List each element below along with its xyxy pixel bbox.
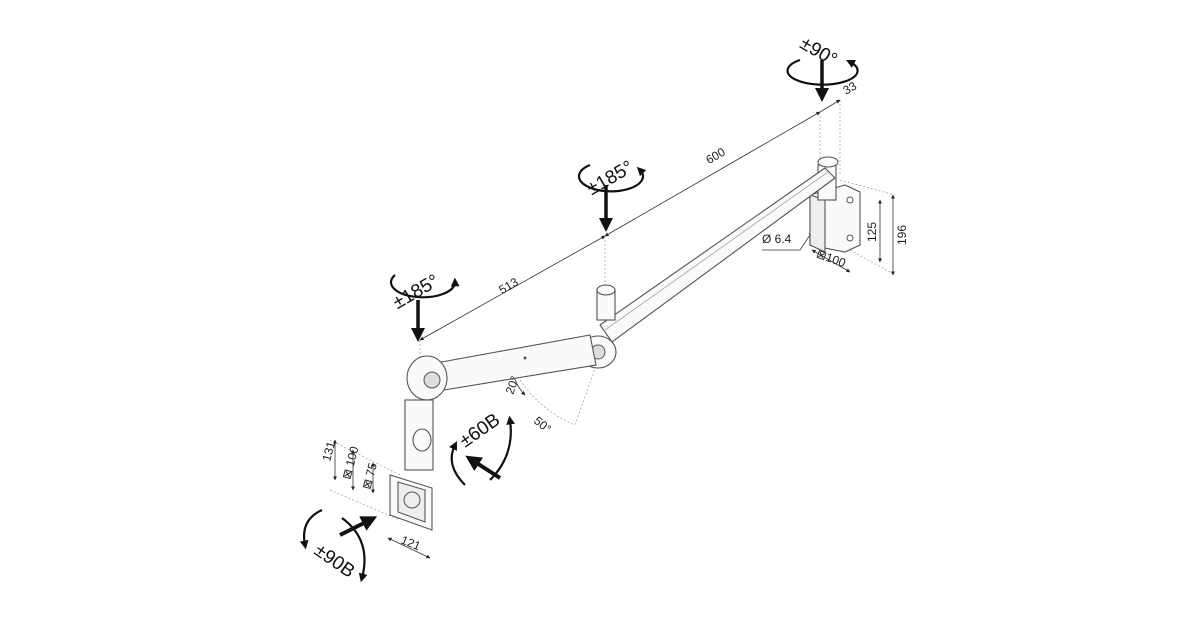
- wall-rotation-label: ±90°: [796, 33, 840, 71]
- mid-rotation-indicator: [577, 163, 647, 232]
- angle-20-label: 20°: [503, 374, 522, 396]
- mid-rotation-label: ±185°: [584, 157, 638, 200]
- dimension-lines: [329, 99, 896, 559]
- vesa-75-label: ⊠ 75: [359, 461, 380, 491]
- wall-rotation-indicator: [786, 58, 859, 102]
- angle-50-label: 50°: [531, 414, 554, 437]
- tilt-label: ±60B: [456, 410, 504, 453]
- vesa-height-label: 131: [319, 439, 338, 462]
- upper-arm-length-label: 600: [703, 145, 728, 167]
- swivel-indicator: [299, 508, 378, 583]
- lower-arm-length-label: 513: [496, 275, 521, 297]
- offset-33-label: 33: [840, 79, 859, 98]
- vesa-100-label: ⊠ 100: [339, 445, 361, 481]
- swivel-label: ±90B: [310, 540, 358, 583]
- upper-arm: [599, 167, 836, 343]
- head-rotation-indicator: [389, 274, 460, 342]
- hole-diameter-label: Ø 6.4: [762, 232, 792, 246]
- wall-hole-spacing-label: 125: [865, 222, 879, 242]
- vesa-plate: [389, 474, 433, 531]
- wall-plate-height-label: 196: [895, 225, 909, 245]
- head-rotation-label: ±185°: [389, 271, 443, 314]
- vesa-width-label: 121: [399, 533, 423, 554]
- tilt-indicator: [449, 415, 515, 486]
- wall-bracket: [809, 156, 861, 253]
- head-joint: [404, 355, 448, 471]
